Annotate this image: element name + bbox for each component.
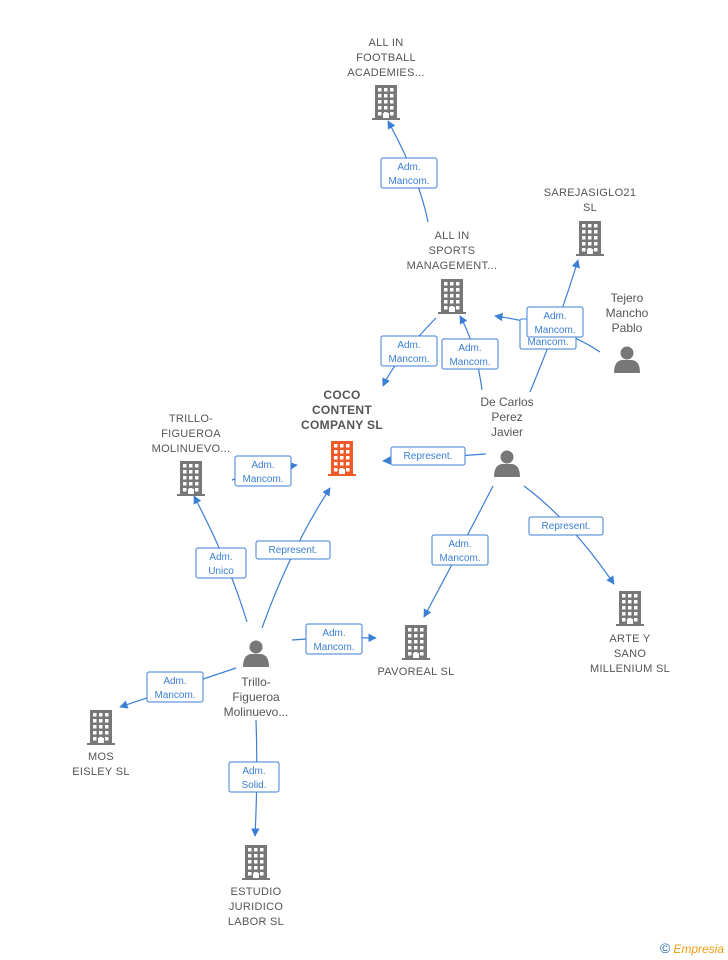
copyright-icon: © [659,940,671,956]
edge-label-text: Adm. [209,552,232,563]
edge-label-text: Adm. [458,343,481,354]
edge-label: Adm. Mancom. [305,623,363,655]
edge-label-text: Mancom. [313,642,354,653]
node-label: ACADEMIES... [347,67,425,79]
node-label: SAREJASIGLO21 [544,187,637,199]
node-label: MILLENIUM SL [590,663,670,675]
edge-label: Represent. [528,516,604,536]
building-icon [438,279,466,314]
node-label: SANO [614,648,647,660]
edge-label-text: Mancom. [449,357,490,368]
edge-label-text: Adm. [397,162,420,173]
edge-label: Adm. Mancom. [526,306,584,338]
node-pavoreal[interactable]: PAVOREAL SL [377,625,454,678]
edge-label-text: Mancom. [534,325,575,336]
edge-label-text: Mancom. [242,474,283,485]
footer-brand: ©Empresia [660,940,724,956]
edge-label-text: Adm. [251,460,274,471]
node-label: MANAGEMENT... [407,260,498,272]
edge-label: Adm. Solid. [228,761,280,793]
edge-label: Adm. Mancom. [441,338,499,370]
node-label: MOLINUEVO... [152,443,231,455]
edge-label: Represent. [390,446,466,466]
building-icon [372,85,400,120]
edge-label: Adm. Mancom. [234,455,292,487]
node-mos[interactable]: MOS EISLEY SL [72,710,130,778]
building-icon [576,221,604,256]
edge-label-text: Mancom. [388,176,429,187]
edge-label: Adm. Mancom. [380,335,438,367]
edge-label: Adm. Mancom. [380,157,438,189]
edge-label-text: Represent. [404,451,453,462]
node-allin_sports[interactable]: ALL IN SPORTS MANAGEMENT... [407,230,498,314]
building-icon [177,461,205,496]
node-label: Pablo [612,321,643,335]
node-label: Figueroa [232,690,280,704]
node-label: Perez [491,410,522,424]
edge-label-text: Mancom. [154,690,195,701]
edge-label-text: Solid. [241,780,266,791]
edge-label-text: Represent. [269,545,318,556]
edge-label-text: Adm. [322,628,345,639]
node-label: PAVOREAL SL [377,666,454,678]
edge-label: Adm. Unico [195,547,247,579]
edge-label-text: Unico [208,566,234,577]
edge-label-text: Mancom. [388,354,429,365]
edge-label: Adm. Mancom. [146,671,204,703]
node-trillo_co[interactable]: TRILLO- FIGUEROA MOLINUEVO... [152,413,231,496]
node-trillo_p[interactable]: Trillo-FigueroaMolinuevo... [224,640,289,720]
node-label: LABOR SL [228,916,284,928]
node-label: Mancho [606,306,649,320]
node-label: MOS [88,751,114,763]
node-label: Tejero [611,291,644,305]
node-label: Javier [491,425,523,439]
edge-label-text: Adm. [163,676,186,687]
building-icon [87,710,115,745]
building-icon [242,845,270,880]
node-label: JURIDICO [229,901,283,913]
node-label: EISLEY SL [72,766,130,778]
node-label: ARTE Y [609,633,650,645]
edge-label-text: Mancom. [439,553,480,564]
edge-label-text: Mancom. [527,337,568,348]
edge-label-text: Adm. [448,539,471,550]
edge-label: Represent. [255,540,331,560]
node-label: SPORTS [429,245,476,257]
person-icon [243,640,269,667]
node-label: Molinuevo... [224,705,289,719]
node-label: ESTUDIO [231,886,282,898]
node-label: CONTENT [312,403,372,417]
node-label: SL [583,202,597,214]
node-label: COCO [323,388,360,402]
node-label: ALL IN [434,230,469,242]
node-label: FIGUEROA [161,428,221,440]
node-arte[interactable]: ARTE Y SANO MILLENIUM SL [590,591,670,675]
node-allin_football[interactable]: ALL IN FOOTBALL ACADEMIES... [347,37,425,120]
edge-label-text: Adm. [242,766,265,777]
person-icon [614,346,640,373]
edge-label-text: Adm. [543,311,566,322]
node-label: TRILLO- [169,413,213,425]
edge-label-text: Represent. [542,521,591,532]
node-label: FOOTBALL [356,52,416,64]
brand-logo-text: Empresia [673,942,724,956]
edge-label: Adm. Mancom. [431,534,489,566]
node-label: ALL IN [368,37,403,49]
edge-label-text: Adm. [397,340,420,351]
building-icon [616,591,644,626]
node-label: De Carlos [480,395,533,409]
person-icon [494,450,520,477]
node-label: Trillo- [241,675,271,689]
building-icon [402,625,430,660]
building-icon [328,441,356,476]
node-estudio[interactable]: ESTUDIO JURIDICO LABOR SL [228,845,284,928]
node-label: COMPANY SL [301,418,383,432]
